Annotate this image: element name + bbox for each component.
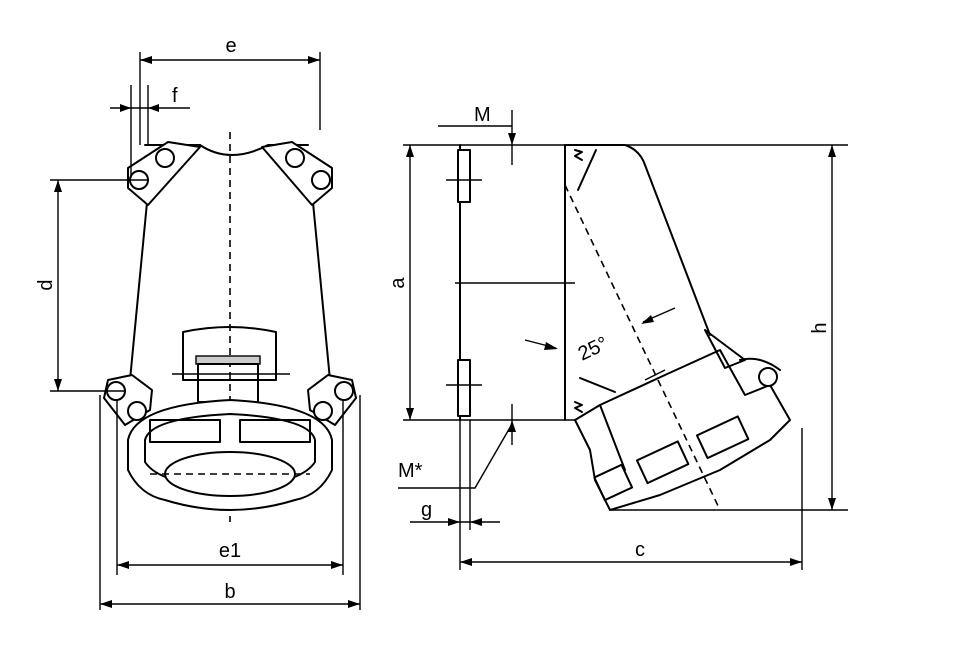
- dim-c-arrow-left: [460, 558, 472, 566]
- dim-M-arrow: [508, 133, 516, 145]
- front-upper-right-flange: [261, 141, 333, 206]
- side-socket-edge: [599, 404, 626, 471]
- dim-Mstar-label: M*: [398, 460, 423, 482]
- front-view: e f d e1 b: [35, 35, 361, 610]
- dim-g-arrow-right: [470, 518, 482, 526]
- dim-h-arrow-top: [828, 145, 836, 157]
- dim-c-arrow-right: [790, 558, 802, 566]
- side-lid-line: [579, 377, 616, 393]
- side-lid-hinge: [704, 329, 746, 369]
- side-view: 25° M a h M* g c: [387, 104, 848, 570]
- front-socket-window-left: [149, 419, 221, 443]
- side-mount-slot-top: [457, 149, 471, 203]
- dim-f-arrow-left: [120, 104, 131, 112]
- dim-e-arrow-right: [308, 56, 320, 64]
- front-window: [195, 355, 261, 365]
- side-socket-window-3: [593, 463, 634, 502]
- front-upper-left-flange: [127, 141, 201, 206]
- front-hole-lower-left-2: [127, 401, 147, 421]
- dim-h-arrow-bottom: [828, 498, 836, 510]
- side-mount-slot-bottom: [457, 359, 471, 417]
- dim-a-arrow-top: [406, 145, 414, 157]
- side-socket-window-1: [695, 415, 750, 460]
- side-sloped-front: [564, 144, 711, 336]
- dim-d-arrow-bottom: [54, 379, 62, 391]
- dim-c-label: c: [635, 539, 645, 561]
- dim-M-label: M: [474, 104, 491, 126]
- dim-e1-arrow-right: [331, 561, 343, 569]
- dim-d-arrow-top: [54, 180, 62, 192]
- dim-d-label: d: [35, 279, 57, 290]
- dim-f-label: f: [172, 85, 178, 107]
- side-hinge-pin: [758, 367, 778, 387]
- dim-Mstar-leader: [398, 423, 513, 489]
- dim-e1-arrow-left: [117, 561, 129, 569]
- front-body-outline: [129, 191, 331, 381]
- front-socket-window-right: [239, 419, 311, 443]
- angle-arrow-left: [544, 342, 558, 350]
- front-hole-lower-right: [334, 381, 354, 401]
- front-latch: [197, 363, 259, 403]
- side-screw-top: [574, 149, 583, 161]
- front-hole-mid-right: [311, 170, 331, 190]
- front-hole-top-right: [285, 148, 305, 168]
- dim-g-arrow-left: [448, 518, 460, 526]
- side-socket-window-2: [635, 440, 690, 485]
- dim-Mstar-arrow: [508, 420, 516, 432]
- dim-g-label: g: [421, 499, 432, 521]
- dim-b-arrow-left: [100, 600, 112, 608]
- dim-h-label: h: [809, 322, 831, 333]
- side-screw-bottom: [574, 401, 583, 413]
- dim-a-arrow-bottom: [406, 408, 414, 420]
- dim-e-label: e: [225, 35, 236, 57]
- side-socket-body: [574, 349, 791, 511]
- dim-e1-label: e1: [219, 540, 241, 562]
- front-hole-lower-right-2: [313, 401, 333, 421]
- side-angle-axis: [564, 184, 721, 511]
- dim-f-arrow-right: [148, 104, 159, 112]
- side-tick-top: [577, 149, 597, 191]
- front-label-frame: [182, 326, 277, 381]
- dim-e-arrow-left: [140, 56, 152, 64]
- dim-a-label: a: [387, 277, 409, 289]
- dim-b-arrow-right: [348, 600, 360, 608]
- side-hinge-arc: [739, 357, 781, 371]
- front-hole-top-left: [155, 148, 175, 168]
- angle-label: 25°: [575, 333, 612, 366]
- dim-b-label: b: [224, 581, 235, 603]
- angle-arrow-right: [641, 315, 654, 324]
